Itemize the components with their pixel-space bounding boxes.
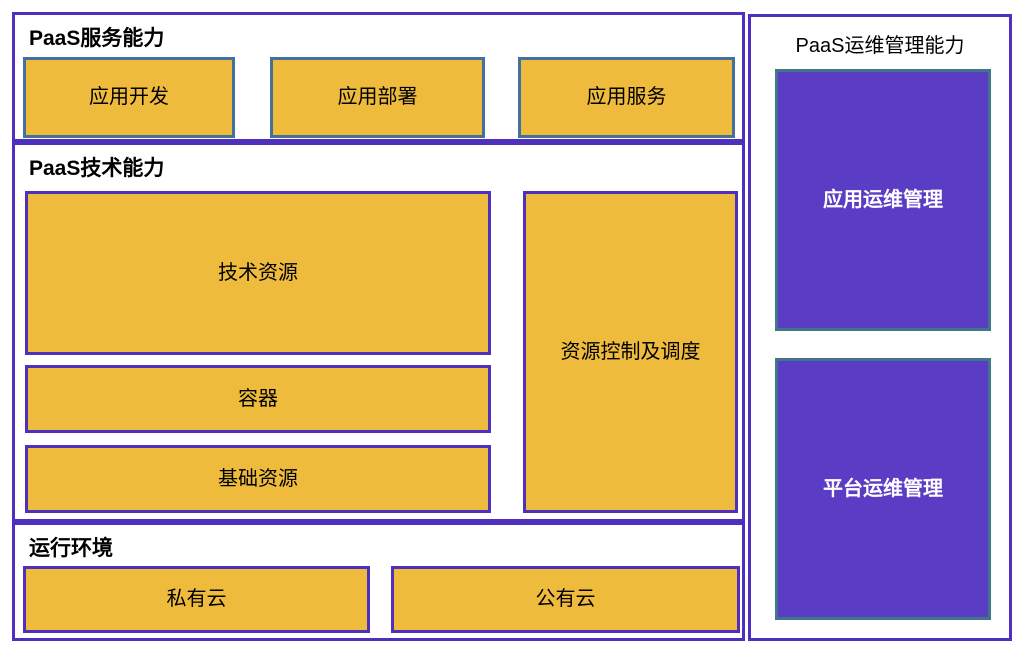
tech-capability-title: PaaS技术能力 [29, 157, 165, 180]
ops-management-title: PaaS运维管理能力 [795, 35, 965, 57]
basic-resources-box: 基础资源 [25, 445, 491, 513]
service-capability-title: PaaS服务能力 [29, 27, 165, 50]
container-box: 容器 [25, 365, 491, 433]
runtime-environment-title: 运行环境 [29, 537, 113, 560]
app-service-label: 应用服务 [586, 86, 667, 108]
platform-ops-management-box: 平台运维管理 [775, 358, 991, 620]
public-cloud-box: 公有云 [391, 566, 740, 633]
basic-resources-label: 基础资源 [218, 467, 298, 490]
app-deployment-label: 应用部署 [337, 86, 418, 108]
ops-management-section: PaaS运维管理能力 应用运维管理 平台运维管理 [748, 14, 1012, 641]
service-capability-section: PaaS服务能力 应用开发 应用部署 应用服务 [12, 12, 745, 142]
app-ops-management-box: 应用运维管理 [775, 69, 991, 331]
public-cloud-label: 公有云 [535, 588, 596, 610]
resource-control-scheduling-label: 资源控制及调度 [560, 340, 701, 363]
app-development-label: 应用开发 [89, 86, 169, 108]
runtime-environment-section: 运行环境 私有云 公有云 [12, 522, 745, 641]
app-service-box: 应用服务 [518, 57, 735, 138]
app-ops-management-label: 应用运维管理 [823, 188, 943, 211]
app-deployment-box: 应用部署 [270, 57, 485, 138]
platform-ops-management-label: 平台运维管理 [823, 477, 943, 500]
tech-resources-label: 技术资源 [218, 261, 298, 284]
tech-resources-box: 技术资源 [25, 191, 491, 355]
app-development-box: 应用开发 [23, 57, 235, 138]
container-label: 容器 [238, 387, 278, 410]
tech-capability-section: PaaS技术能力 技术资源 容器 基础资源 资源控制及调度 [12, 142, 745, 522]
private-cloud-label: 私有云 [166, 588, 227, 610]
private-cloud-box: 私有云 [23, 566, 370, 633]
resource-control-scheduling-box: 资源控制及调度 [523, 191, 738, 513]
